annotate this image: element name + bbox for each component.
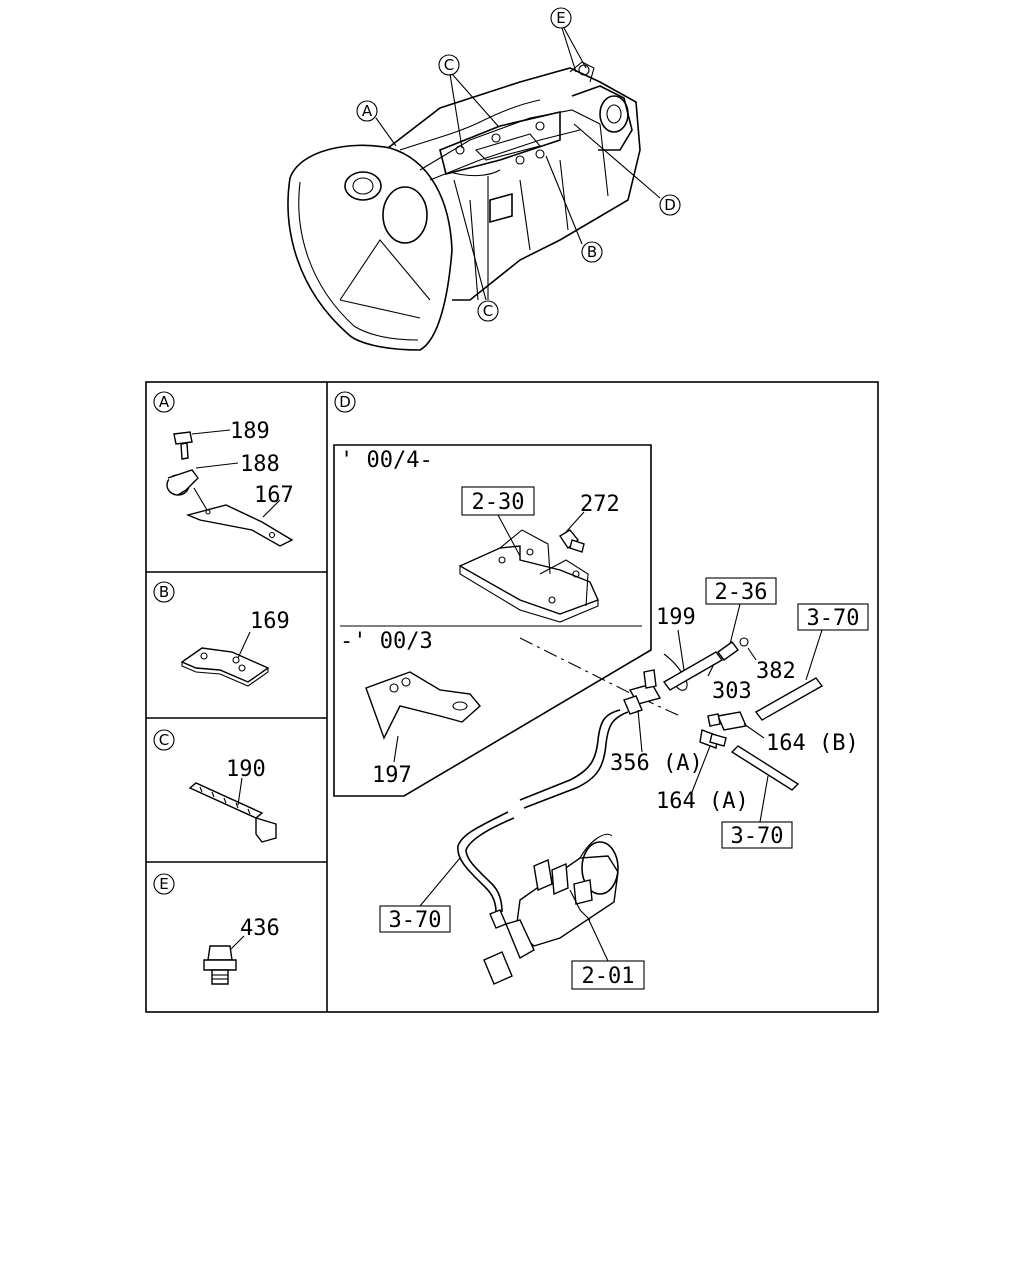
- svg-text:B: B: [587, 243, 597, 261]
- part-190: 190: [226, 757, 266, 782]
- part-188: 188: [240, 452, 280, 477]
- svg-text:D: D: [339, 393, 351, 411]
- svg-text:C: C: [444, 56, 454, 74]
- part-164a: 164 (A): [656, 789, 749, 814]
- svg-text:A: A: [159, 393, 170, 411]
- svg-text:E: E: [159, 875, 168, 893]
- part-199: 199: [656, 605, 696, 630]
- part-382: 382: [756, 659, 796, 684]
- panel-b: B 169: [153, 581, 290, 687]
- inset-frame: [333, 444, 652, 797]
- callout-c-top: C: [438, 54, 460, 76]
- ref-2-30: 2-30: [472, 490, 525, 515]
- panel-e: E 436: [153, 873, 280, 985]
- part-356a: 356 (A): [610, 751, 703, 776]
- part-436: 436: [240, 916, 280, 941]
- ref-3-70-a: 3-70: [807, 606, 860, 631]
- callout-e: E: [550, 7, 572, 29]
- callout-d: D: [659, 194, 681, 216]
- part-164b: 164 (B): [766, 731, 859, 756]
- callout-a: A: [356, 100, 378, 122]
- panel-e-badge: E: [153, 873, 175, 895]
- ref-2-36: 2-36: [715, 580, 768, 605]
- panel-c: C 190: [153, 729, 277, 843]
- transmission-overview: [287, 27, 661, 351]
- svg-text:C: C: [159, 731, 169, 749]
- inset-label-old: -' 00/3: [340, 629, 433, 654]
- ref-3-70-c: 3-70: [389, 908, 442, 933]
- panel-d-badge: D: [334, 391, 356, 413]
- svg-text:B: B: [159, 583, 169, 601]
- part-169: 169: [250, 609, 290, 634]
- callout-c-bottom: C: [477, 300, 499, 322]
- ref-2-01: 2-01: [582, 964, 635, 989]
- detail-frame: [145, 381, 879, 1013]
- part-167: 167: [254, 483, 294, 508]
- svg-text:E: E: [556, 9, 565, 27]
- part-272: 272: [580, 492, 620, 517]
- actuator-assembly: [483, 833, 619, 985]
- part-189: 189: [230, 419, 270, 444]
- part-197: 197: [372, 763, 412, 788]
- panel-a: A 189 188 167: [153, 391, 294, 547]
- panel-c-badge: C: [153, 729, 175, 751]
- panel-b-badge: B: [153, 581, 175, 603]
- callout-b: B: [581, 241, 603, 263]
- panel-a-badge: A: [153, 391, 175, 413]
- panel-d: D ' 00/4- -' 00/3 272 2-30 197: [333, 391, 869, 990]
- svg-text:D: D: [664, 196, 676, 214]
- part-303: 303: [712, 679, 752, 704]
- ref-3-70-b: 3-70: [731, 824, 784, 849]
- svg-text:A: A: [362, 102, 373, 120]
- inset-label-new: ' 00/4-: [340, 448, 433, 473]
- svg-text:C: C: [483, 302, 493, 320]
